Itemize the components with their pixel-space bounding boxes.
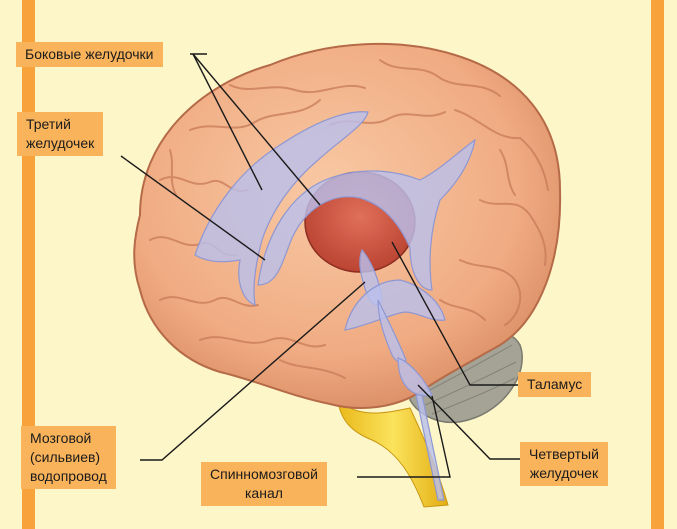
leader-thalamus — [391, 241, 520, 386]
leader-lateral-ventricles-b — [192, 53, 321, 206]
frame-right-bar — [651, 0, 664, 529]
leader-cerebral-aqueduct — [140, 281, 366, 461]
leader-lateral-ventricles-a — [192, 53, 263, 191]
fourth-ventricle — [397, 357, 433, 397]
leader-third-ventricle — [120, 155, 266, 261]
label-cerebral-aqueduct: Мозговой (сильвиев) водопровод — [21, 426, 116, 489]
label-thalamus: Таламус — [518, 372, 592, 397]
label-spinal-canal: Спинномозговой канал — [201, 462, 327, 506]
leader-fourth-ventricle — [417, 384, 520, 460]
label-third-ventricle: Третий желудочек — [17, 112, 104, 156]
label-lateral-ventricles: Боковые желудочки — [16, 42, 163, 67]
lateral-ventricle-right — [257, 138, 476, 291]
label-fourth-ventricle: Четвертый желудочек — [520, 442, 608, 486]
spinal-canal — [415, 394, 445, 501]
leader-spinal-canal — [357, 395, 451, 478]
lateral-ventricle-left — [194, 111, 369, 306]
spinal-cord — [337, 398, 449, 508]
